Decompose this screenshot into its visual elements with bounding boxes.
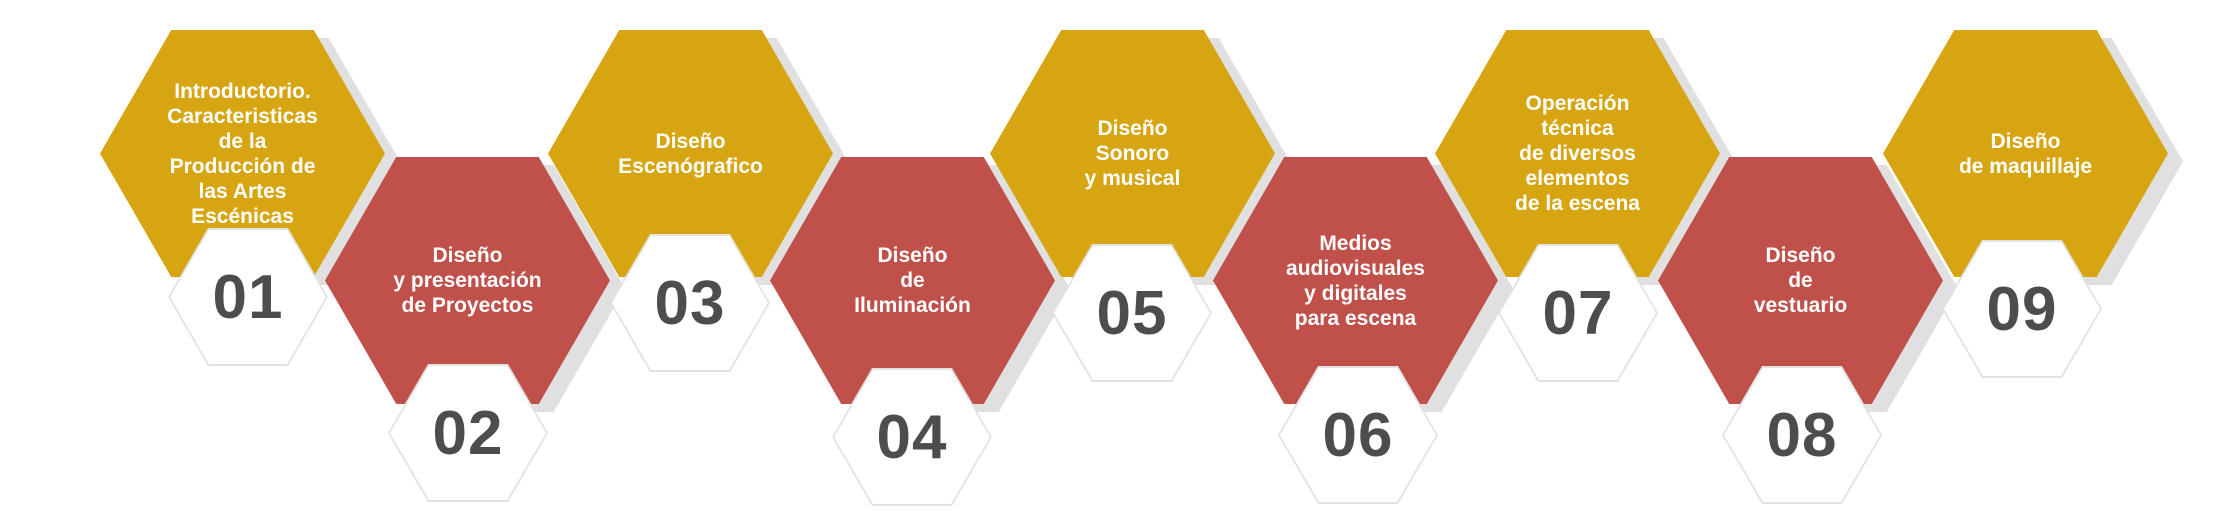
step-06-title: Medios audiovisuales y digitales para es… — [1286, 231, 1425, 330]
step-04-number: 04 — [834, 370, 990, 504]
step-06-number: 06 — [1280, 368, 1436, 502]
step-05-title: Diseño Sonoro y musical — [1084, 117, 1181, 190]
step-08-title: Diseño de vestuario — [1753, 244, 1848, 317]
step-09-title: Diseño de maquillaje — [1958, 129, 2093, 178]
step-09-number-hexagon: 09 — [1942, 240, 2102, 378]
step-07-title: Operación técnica de diversos elementos … — [1515, 92, 1640, 215]
step-07-number: 07 — [1500, 246, 1656, 380]
step-07-hexagon: Operación técnica de diversos elementos … — [1435, 30, 1720, 277]
step-05-number: 05 — [1054, 246, 1210, 380]
step-09-number: 09 — [1944, 242, 2100, 376]
step-08-number: 08 — [1724, 368, 1880, 502]
step-04-number-hexagon: 04 — [832, 368, 992, 506]
step-03-title: Diseño Escenógrafico — [618, 129, 763, 178]
step-04-title: Diseño de Iluminación — [854, 244, 971, 317]
step-02-number-hexagon: 02 — [388, 364, 548, 502]
step-01-title: Introductorio. Caracteristicas de la Pro… — [167, 79, 318, 228]
step-02-title: Diseño y presentación de Proyectos — [393, 244, 542, 317]
step-03-number-hexagon: 03 — [610, 234, 770, 372]
step-02-number: 02 — [390, 366, 546, 500]
step-03-number: 03 — [612, 236, 768, 370]
step-06-number-hexagon: 06 — [1278, 366, 1438, 504]
